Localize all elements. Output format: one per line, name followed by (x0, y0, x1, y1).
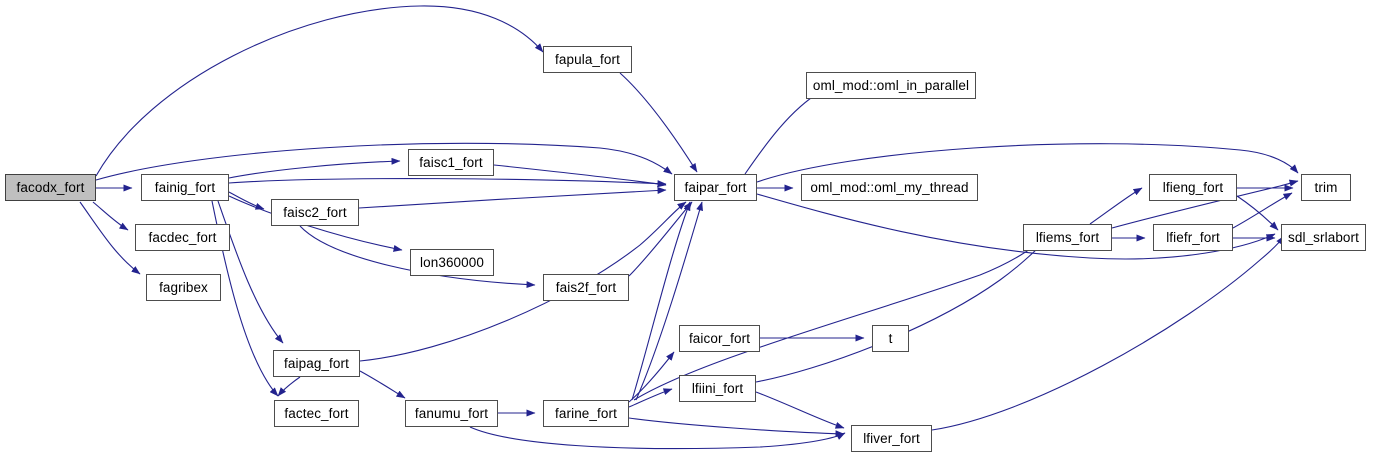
call-edge (299, 225, 536, 289)
node-label: fanumu_fort (414, 405, 489, 421)
node-label: facdec_fort (148, 229, 217, 245)
node-lfiems_fort[interactable]: lfiems_fort (1023, 224, 1112, 251)
node-farine_fort[interactable]: farine_fort (543, 400, 629, 427)
node-label: fainig_fort (154, 179, 216, 195)
call-edge (755, 233, 1053, 383)
call-edge (217, 200, 284, 344)
node-label: lon360000 (420, 254, 484, 270)
call-edge (628, 351, 675, 403)
node-label: faipar_fort (684, 179, 747, 195)
call-edge (1111, 179, 1299, 229)
call-edge (1089, 187, 1143, 225)
node-label: oml_mod::oml_in_parallel (812, 77, 970, 93)
node-label: faicor_fort (688, 330, 751, 346)
node-label: t (888, 330, 893, 346)
call-edge (755, 391, 845, 429)
call-edge (95, 142, 673, 181)
node-label: lfiefr_fort (1166, 229, 1220, 245)
node-fapula_fort[interactable]: fapula_fort (543, 46, 632, 73)
node-lon360000[interactable]: lon360000 (410, 249, 494, 276)
node-lfieng_fort[interactable]: lfieng_fort (1149, 174, 1237, 201)
node-oml_mod__oml_my_thread[interactable]: oml_mod::oml_my_thread (801, 174, 978, 201)
node-label: trim (1314, 179, 1338, 195)
call-edge (631, 201, 691, 401)
node-factec_fort[interactable]: factec_fort (274, 400, 359, 427)
node-label: facodx_fort (16, 179, 85, 195)
call-edge (628, 417, 845, 438)
call-edge (359, 201, 687, 362)
node-label: factec_fort (284, 405, 349, 421)
call-edge (228, 178, 667, 188)
node-label: lfiver_fort (863, 430, 920, 446)
call-edge (469, 426, 846, 450)
node-label: fagribex (159, 279, 208, 295)
call-edge (359, 370, 406, 399)
node-label: oml_mod::oml_my_thread (810, 179, 969, 195)
call-edge (633, 233, 1049, 401)
node-facdec_fort[interactable]: facdec_fort (135, 224, 230, 251)
node-faisc2_fort[interactable]: faisc2_fort (271, 199, 359, 226)
call-edge (493, 164, 667, 188)
call-edge (1236, 195, 1279, 231)
node-lfiini_fort[interactable]: lfiini_fort (679, 375, 756, 402)
call-edge (628, 201, 693, 277)
call-edge (228, 157, 401, 179)
node-label: faipag_fort (284, 355, 349, 371)
node-fais2f_fort[interactable]: fais2f_fort (543, 274, 629, 301)
node-label: sdl_srlabort (1288, 229, 1359, 245)
node-lfiefr_fort[interactable]: lfiefr_fort (1153, 224, 1233, 251)
call-edge (635, 201, 703, 401)
node-t[interactable]: t (872, 325, 909, 352)
node-fagribex[interactable]: fagribex (146, 274, 221, 301)
call-edge (79, 201, 141, 275)
call-edge (277, 376, 301, 397)
node-faipag_fort[interactable]: faipag_fort (273, 350, 360, 377)
call-edge (228, 191, 265, 210)
node-label: lfiini_fort (691, 380, 744, 396)
node-lfiver_fort[interactable]: lfiver_fort (851, 425, 932, 452)
call-edge (931, 235, 1285, 431)
call-edge (628, 388, 673, 408)
call-edge (1232, 192, 1293, 229)
node-facodx_fort[interactable]: facodx_fort (5, 174, 96, 201)
call-edge (744, 91, 821, 175)
call-edge (92, 201, 129, 231)
node-sdl_srlabort[interactable]: sdl_srlabort (1281, 224, 1366, 251)
node-label: faisc1_fort (419, 154, 483, 170)
node-faipar_fort[interactable]: faipar_fort (674, 174, 757, 201)
node-faicor_fort[interactable]: faicor_fort (679, 325, 760, 352)
node-label: fais2f_fort (555, 279, 617, 295)
call-edge (619, 72, 698, 173)
node-label: fapula_fort (555, 51, 620, 67)
node-faisc1_fort[interactable]: faisc1_fort (408, 149, 494, 176)
node-label: lfieng_fort (1162, 179, 1224, 195)
node-label: faisc2_fort (283, 204, 347, 220)
edges-group (79, 5, 1299, 450)
node-oml_mod__oml_in_parallel[interactable]: oml_mod::oml_in_parallel (806, 72, 976, 99)
node-trim[interactable]: trim (1301, 174, 1351, 201)
node-fanumu_fort[interactable]: fanumu_fort (405, 400, 498, 427)
node-label: lfiems_fort (1035, 229, 1100, 245)
call-edge (358, 186, 667, 209)
node-fainig_fort[interactable]: fainig_fort (141, 174, 229, 201)
call-edge (756, 143, 1299, 183)
call-edge (95, 5, 544, 177)
node-label: farine_fort (555, 405, 617, 421)
